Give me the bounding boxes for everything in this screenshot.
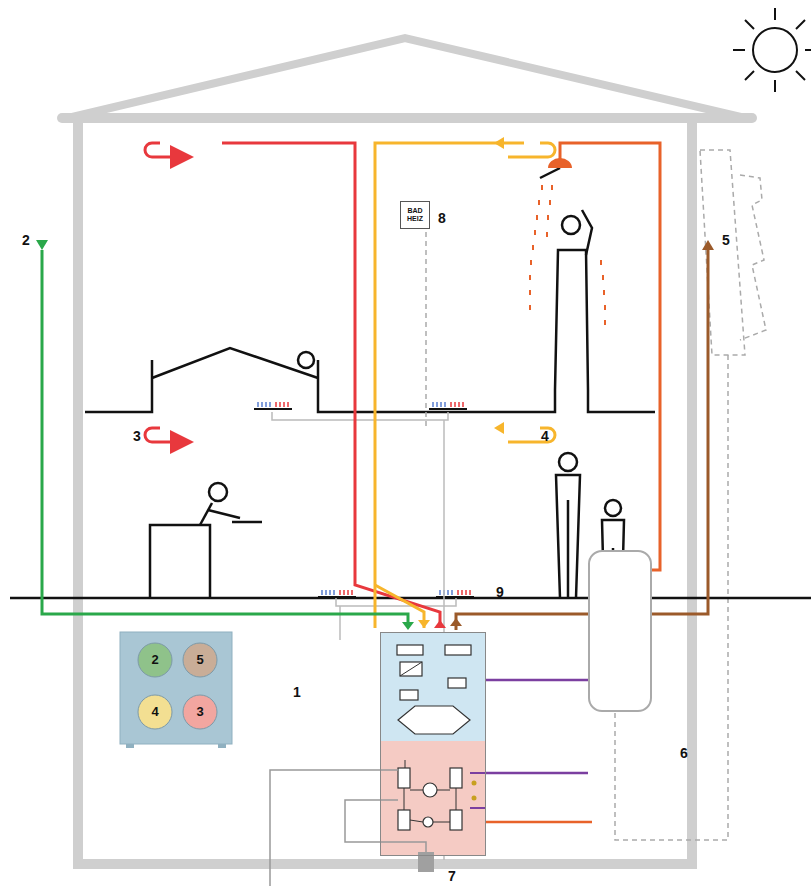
sensor-wire xyxy=(425,232,427,430)
supply-air-pipe xyxy=(145,143,440,628)
heat-pump-box: 1 xyxy=(380,632,486,856)
shower-head xyxy=(548,158,572,168)
floors xyxy=(10,348,811,598)
exhaust-air-pipe xyxy=(456,248,708,630)
port-circle: 3 xyxy=(182,694,218,730)
supply-arrow xyxy=(434,620,446,628)
ground-loop xyxy=(270,770,426,886)
water-pipe xyxy=(486,821,592,824)
solar-collector xyxy=(615,150,766,840)
ground-probe xyxy=(418,852,434,872)
callout-number: 1 xyxy=(293,685,301,700)
callout-number: 2 xyxy=(22,232,30,248)
box-label: BAD HEIZ xyxy=(401,207,429,222)
callout-number: 4 xyxy=(541,428,549,444)
callout-number: 8 xyxy=(438,210,446,226)
callout-number: 6 xyxy=(680,746,688,761)
heat-pump-unit xyxy=(381,633,486,855)
port-circle: 4 xyxy=(137,694,173,730)
callout-number: 5 xyxy=(196,653,203,667)
sun-symbol xyxy=(733,8,811,92)
callout-number: 5 xyxy=(722,232,730,248)
callout-number: 4 xyxy=(151,705,158,719)
callout-number: 7 xyxy=(448,868,456,884)
callout-number: 2 xyxy=(151,653,158,667)
heating-pipes xyxy=(486,772,588,775)
shower-water xyxy=(529,185,606,325)
thermostat-box: BAD HEIZ xyxy=(400,201,430,229)
desk-person xyxy=(150,483,262,598)
port-circle: 2 xyxy=(137,642,173,678)
shower-person xyxy=(540,168,592,390)
port-circle: 5 xyxy=(182,642,218,678)
extract-air-pipe xyxy=(375,143,555,628)
heating-pipe xyxy=(486,679,588,682)
house-outline xyxy=(62,38,752,866)
callout-number: 9 xyxy=(496,584,504,600)
port-panel xyxy=(120,632,232,744)
callout-number: 3 xyxy=(133,428,141,444)
sleeper-head xyxy=(298,352,314,368)
storage-tank: 6 xyxy=(588,550,652,712)
callout-number: 3 xyxy=(196,705,203,719)
hot-water-pipe xyxy=(560,143,660,570)
outdoor-air-pipe xyxy=(42,250,408,624)
